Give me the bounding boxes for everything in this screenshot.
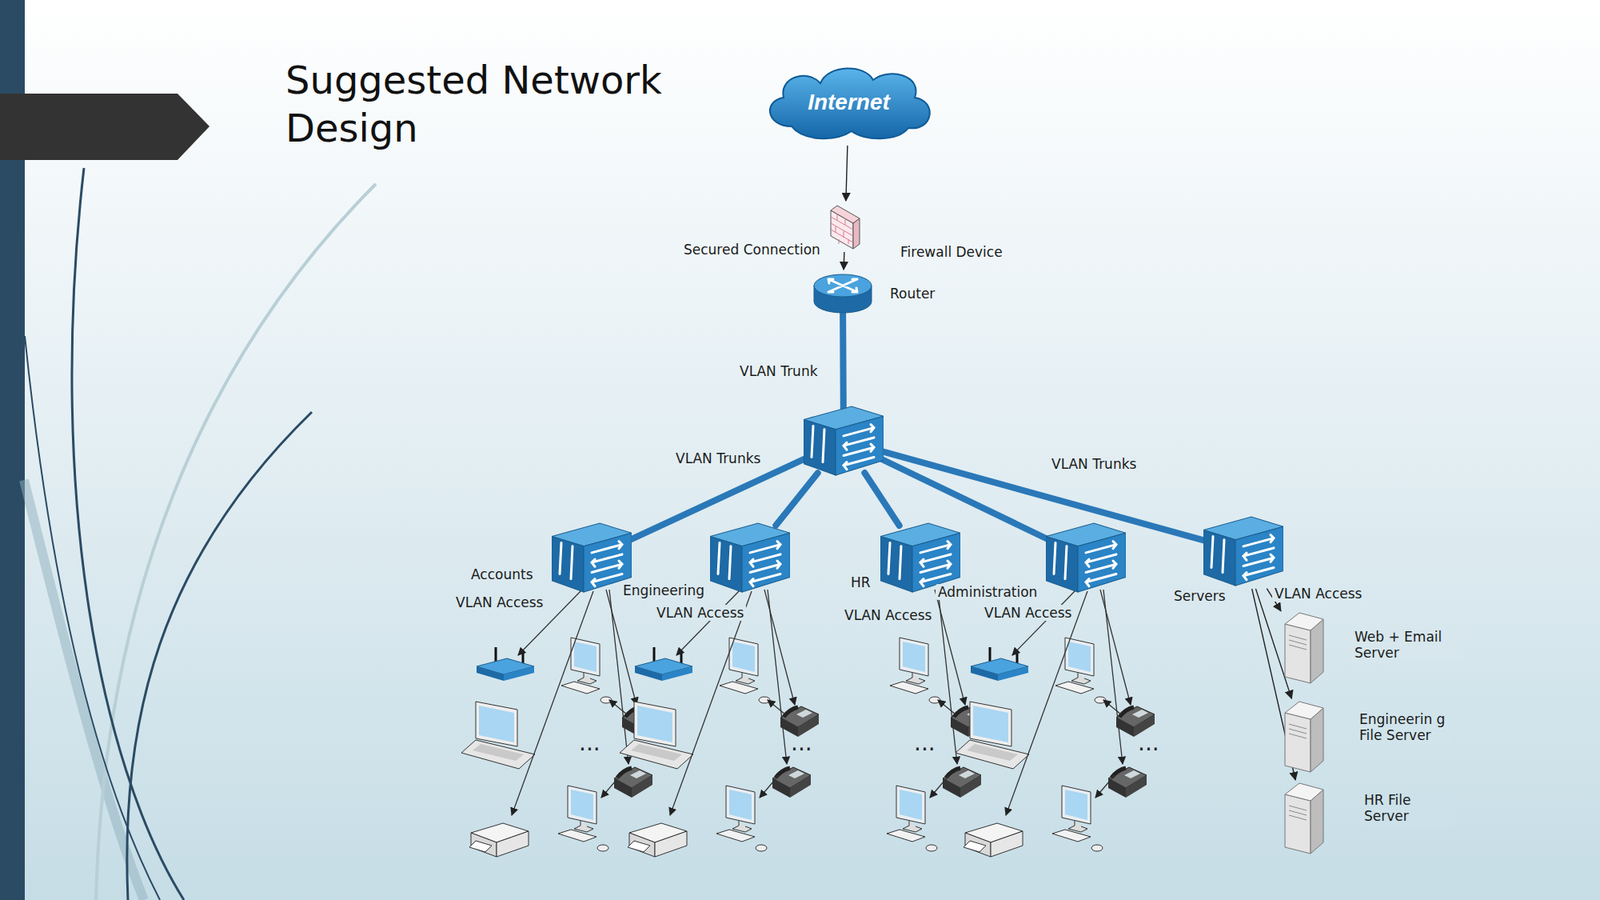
firewall-device-icon: [827, 202, 863, 251]
vlan-trunk-link: [627, 457, 809, 542]
link-label: VLAN Trunks: [1049, 455, 1139, 472]
vlan-trunk-link: [879, 458, 1051, 541]
ellipsis-label: ...: [1137, 731, 1160, 755]
device-label: Servers: [1171, 587, 1229, 604]
device-label: Engineering: [620, 582, 707, 599]
server: HR File Server: [1281, 781, 1327, 855]
server-switch-icon: [1203, 514, 1284, 587]
access-switch-icon: [1045, 521, 1126, 594]
device-label: Router: [887, 285, 938, 302]
slide-title: Suggested Network Design: [285, 55, 718, 152]
device-label: VLAN Access: [453, 594, 546, 611]
link-label: VLAN Trunks: [673, 450, 763, 467]
server-icon: [1281, 610, 1327, 685]
access-switch-icon: [880, 521, 961, 594]
server-icon: [1281, 699, 1327, 774]
internet-cloud: Internet: [759, 60, 938, 144]
server: Engineerin g File Server: [1281, 699, 1327, 774]
device-label: VLAN Access: [841, 606, 934, 623]
server-icon: [1281, 781, 1327, 855]
server-switch: ServersVLAN Access: [1203, 514, 1284, 587]
device-label: Firewall Device: [897, 243, 1006, 260]
device-label: Engineerin g File Server: [1356, 710, 1452, 744]
network-link: [842, 251, 845, 270]
vlan-trunk-link: [839, 311, 847, 410]
network-link: [845, 145, 848, 201]
device-label: HR: [848, 574, 874, 591]
core-switch-icon: [803, 404, 884, 477]
access-switch-icon: [710, 521, 791, 594]
access-switch-icon: [551, 521, 632, 594]
device-label: VLAN Access: [981, 604, 1074, 621]
device-label: VLAN Access: [1272, 585, 1365, 602]
core-switch: [803, 404, 884, 477]
vlan-trunk-link: [864, 472, 899, 526]
cloud-label: Internet: [759, 60, 938, 144]
ellipsis-label: ...: [578, 731, 601, 755]
server: Web + Email Server: [1281, 610, 1327, 685]
vlan-trunk-link: [775, 472, 818, 525]
ellipsis-label: ...: [913, 731, 936, 755]
router: Router: [812, 271, 874, 316]
access-switch: AdministrationVLAN Access: [1045, 521, 1126, 594]
link-label: VLAN Trunk: [737, 363, 821, 380]
router-icon: [812, 271, 874, 316]
link-label: Secured Connection: [681, 241, 823, 258]
ellipsis-label: ...: [790, 731, 813, 755]
access-switch: AccountsVLAN Access: [551, 521, 632, 594]
access-switch: HRVLAN Access: [880, 521, 961, 594]
device-label: HR File Server: [1361, 791, 1457, 825]
firewall-device: Firewall Device: [827, 202, 863, 251]
device-label: Administration: [935, 583, 1040, 600]
device-label: Web + Email Server: [1352, 628, 1465, 662]
access-switch: EngineeringVLAN Access: [710, 521, 791, 594]
device-label: Accounts: [468, 566, 536, 583]
device-label: VLAN Access: [654, 604, 747, 621]
